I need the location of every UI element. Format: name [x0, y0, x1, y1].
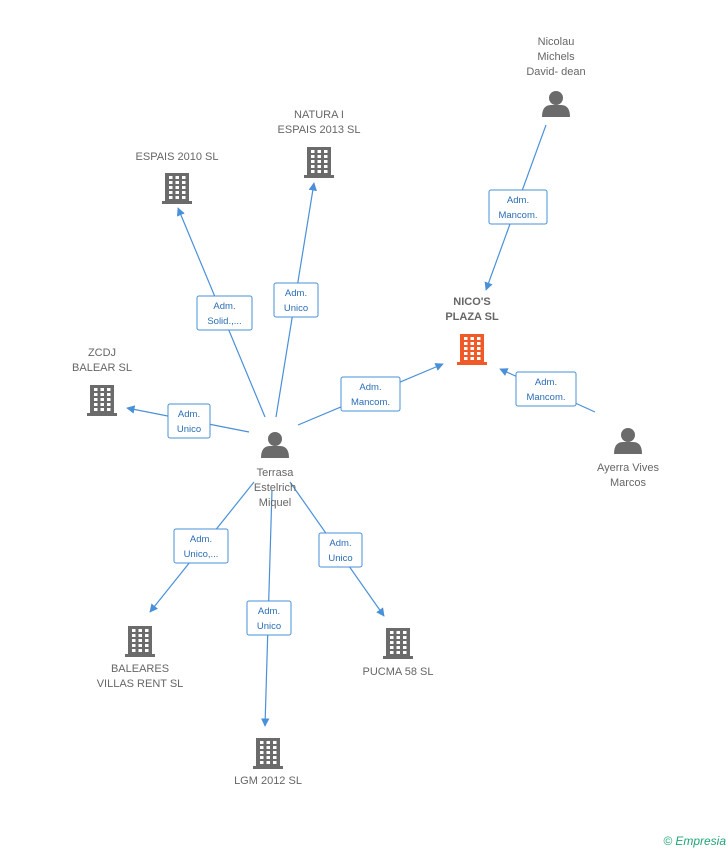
watermark: ©Empresia: [663, 834, 726, 848]
node-label-line: NATURA I: [294, 109, 344, 121]
node-label-line: Miquel: [259, 497, 291, 509]
edge-label-box: [246, 600, 292, 636]
edge-label-line: Unico: [177, 424, 201, 435]
company-node-zcdj[interactable]: ZCDJ BALEAR SL: [72, 347, 132, 416]
edge-terrasa-to-espais2010: Adm. Solid.,...: [177, 207, 266, 418]
node-label-line: NICO'S: [453, 296, 490, 308]
edge-label-line: Adm.: [190, 534, 212, 545]
node-label-line: BALEARES: [111, 663, 169, 675]
person-icon: [614, 428, 642, 454]
edge-label-line: Adm.: [535, 377, 557, 388]
company-node-baleares[interactable]: BALEARES VILLAS RENT SL: [97, 626, 184, 690]
edge-label-line: Unico: [328, 553, 352, 564]
node-label-line: BALEAR SL: [72, 362, 132, 374]
node-label-line: VILLAS RENT SL: [97, 678, 184, 690]
node-label-line: Ayerra Vives: [597, 462, 659, 474]
edge-label-line: Solid.,...: [207, 316, 241, 327]
edge-label-line: Adm.: [213, 301, 235, 312]
node-label-line: Marcos: [610, 477, 647, 489]
edge-label-box: [173, 528, 229, 564]
edge-role-label[interactable]: Adm. Unico,...: [173, 528, 229, 564]
brand-name: Empresia: [675, 834, 726, 848]
edge-terrasa-to-pucma: Adm. Unico: [289, 481, 385, 617]
node-label-line: ESPAIS 2010 SL: [136, 151, 219, 163]
edge-role-label[interactable]: Adm. Mancom.: [488, 189, 548, 225]
node-label-line: Terrasa: [257, 467, 295, 479]
edge-label-line: Adm.: [178, 409, 200, 420]
node-label-line: PUCMA 58 SL: [363, 666, 434, 678]
building-icon: [125, 626, 155, 657]
edge-role-label[interactable]: Adm. Unico: [318, 532, 363, 568]
edge-role-label[interactable]: Adm. Mancom.: [515, 371, 577, 407]
edge-label-box: [167, 403, 211, 439]
edge-role-label[interactable]: Adm. Solid.,...: [196, 295, 253, 331]
company-node-pucma[interactable]: PUCMA 58 SL: [363, 628, 434, 678]
edge-role-label[interactable]: Adm. Mancom.: [340, 376, 401, 412]
node-label-line: Nicolau: [538, 36, 575, 48]
person-icon: [542, 91, 570, 117]
edge-label-line: Mancom.: [351, 397, 390, 408]
edge-label-box: [340, 376, 401, 412]
building-icon: [253, 738, 283, 769]
edge-label-line: Adm.: [359, 382, 381, 393]
edge-label-line: Mancom.: [526, 392, 565, 403]
edge-terrasa-to-lgm: Adm. Unico: [246, 489, 292, 727]
copyright-symbol: ©: [663, 834, 673, 848]
building-icon: [162, 173, 192, 204]
edge-label-line: Mancom.: [498, 210, 537, 221]
edge-label-box: [273, 282, 319, 318]
edge-role-label[interactable]: Adm. Unico: [246, 600, 292, 636]
building-icon: [87, 385, 117, 416]
edge-ayerra-to-nicos: Adm. Mancom.: [499, 368, 596, 413]
edge-terrasa-to-nicos: Adm. Mancom.: [297, 363, 444, 426]
building-icon: [383, 628, 413, 659]
node-label-line: Estelrich: [254, 482, 296, 494]
edge-role-label[interactable]: Adm. Unico: [273, 282, 319, 318]
edge-terrasa-to-baleares: Adm. Unico,...: [149, 481, 255, 613]
person-icon: [261, 432, 289, 458]
building-icon: [304, 147, 334, 178]
node-label-line: David- dean: [526, 66, 585, 78]
edge-label-box: [318, 532, 363, 568]
company-node-lgm[interactable]: LGM 2012 SL: [234, 738, 302, 787]
edge-label-line: Unico,...: [184, 549, 219, 560]
edge-nicolau-to-nicos: Adm. Mancom.: [484, 124, 548, 291]
edge-terrasa-to-zcdj: Adm. Unico: [126, 403, 250, 439]
company-node-natura[interactable]: NATURA I ESPAIS 2013 SL: [278, 109, 361, 178]
node-label-line: LGM 2012 SL: [234, 775, 302, 787]
edge-label-line: Adm.: [285, 288, 307, 299]
edge-label-line: Adm.: [329, 538, 351, 549]
edge-role-label[interactable]: Adm. Unico: [167, 403, 211, 439]
node-label-line: ESPAIS 2013 SL: [278, 124, 361, 136]
edge-label-box: [488, 189, 548, 225]
company-node-nicos[interactable]: NICO'S PLAZA SL: [445, 296, 499, 365]
edge-label-line: Adm.: [507, 195, 529, 206]
edge-label-box: [515, 371, 577, 407]
edge-terrasa-to-natura: Adm. Unico: [273, 182, 319, 418]
edge-label-box: [196, 295, 253, 331]
node-label-line: ZCDJ: [88, 347, 116, 359]
building-icon: [457, 334, 487, 365]
edge-label-line: Unico: [284, 303, 308, 314]
edge-label-line: Adm.: [258, 606, 280, 617]
company-node-espais2010[interactable]: ESPAIS 2010 SL: [136, 151, 219, 204]
edge-label-line: Unico: [257, 621, 281, 632]
node-label-line: Michels: [537, 51, 575, 63]
node-label-line: PLAZA SL: [445, 311, 499, 323]
